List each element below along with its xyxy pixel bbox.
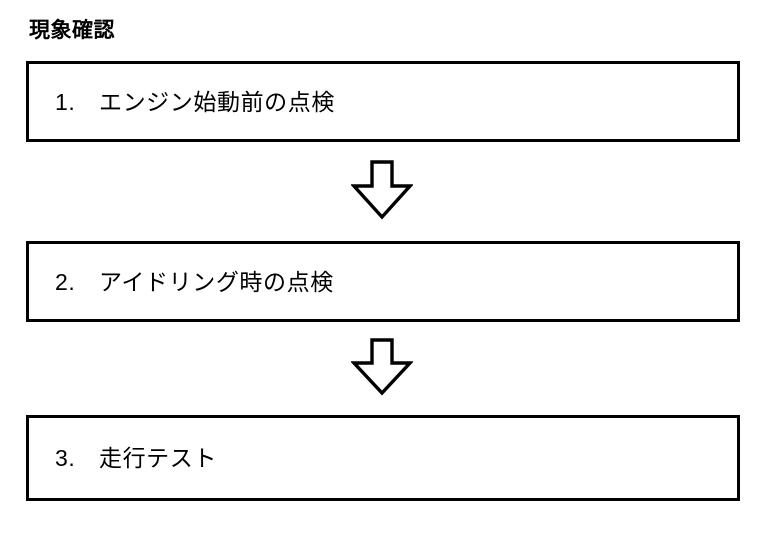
- down-arrow-icon: [351, 338, 413, 396]
- step-box-2-label: 2. アイドリング時の点検: [55, 268, 334, 295]
- diagram-title: 現象確認: [29, 19, 115, 42]
- step-box-3-label: 3. 走行テスト: [55, 445, 217, 471]
- step-box-3: 3. 走行テスト: [26, 415, 740, 501]
- step-box-1: 1. エンジン始動前の点検: [26, 61, 740, 142]
- step-box-2: 2. アイドリング時の点検: [26, 241, 740, 322]
- down-arrow-icon: [351, 160, 413, 220]
- step-box-1-label: 1. エンジン始動前の点検: [55, 88, 335, 115]
